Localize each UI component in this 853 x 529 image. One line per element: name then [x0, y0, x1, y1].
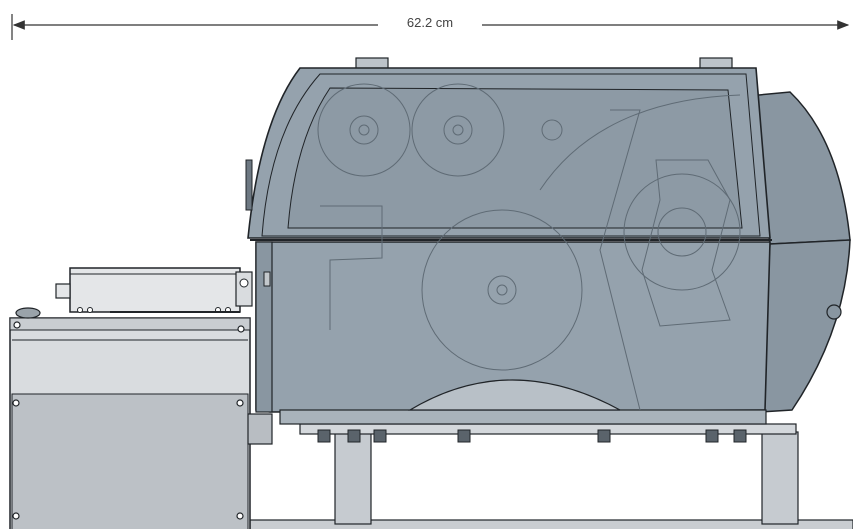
printer-housing [245, 57, 851, 425]
dimension-line [11, 14, 850, 40]
dimension-label: 62.2 cm [380, 12, 480, 34]
printer-stand [249, 423, 853, 529]
left-module [9, 267, 273, 529]
